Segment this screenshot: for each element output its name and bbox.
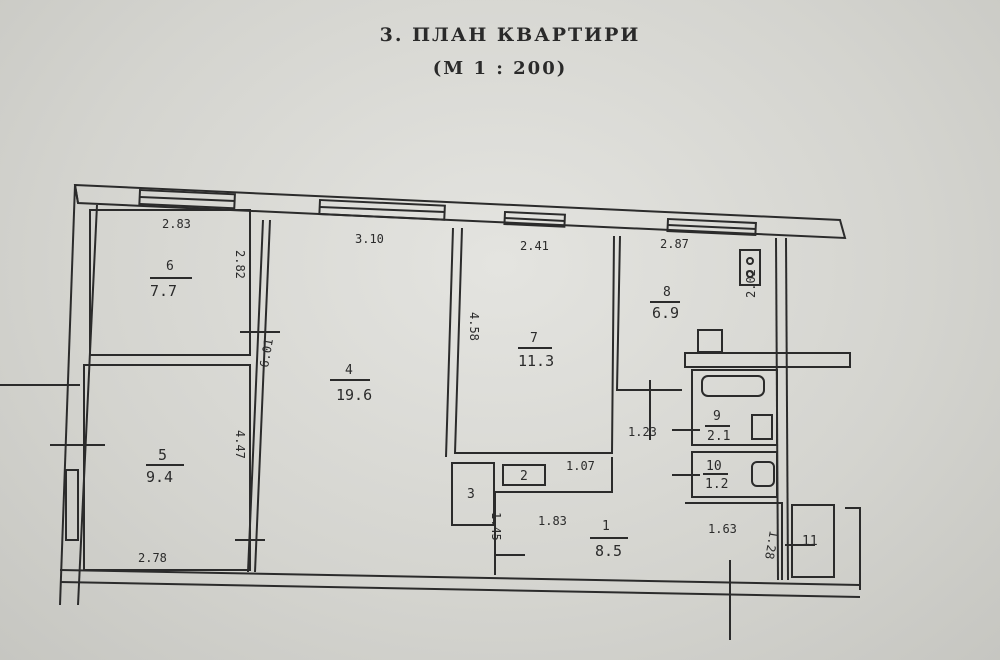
- plan-label: 2.83: [162, 217, 191, 231]
- plan-line: [89, 209, 251, 356]
- plan-label: 2.78: [138, 551, 167, 565]
- plan-label: 1.23: [628, 425, 657, 439]
- room-1: 18.5: [590, 519, 628, 560]
- plan-line: [254, 219, 271, 573]
- plan-line: [495, 457, 613, 493]
- plan-line: [453, 227, 615, 454]
- plan-label: 2.87: [660, 237, 689, 251]
- plan-line: [65, 469, 79, 541]
- plan-label: 4.47: [233, 430, 247, 459]
- room-2: 2: [520, 469, 528, 484]
- plan-label: 1.2: [705, 477, 728, 492]
- plan-line: [791, 504, 835, 578]
- plan-line: [319, 206, 446, 213]
- plan-line: [59, 581, 861, 598]
- plan-line: [685, 502, 783, 580]
- plan-line: [684, 352, 851, 368]
- plan-label: 1.45: [489, 512, 503, 541]
- plan-label: 2.02: [744, 269, 758, 298]
- toilet-icon: [751, 461, 775, 487]
- room-3: 3: [467, 487, 475, 502]
- plan-label: 9: [713, 409, 721, 424]
- plan-label: 1.07: [566, 459, 595, 473]
- plan-scale: (М 1 : 200): [432, 58, 568, 79]
- plan-label: 10: [706, 459, 722, 474]
- plan-label: 6.9: [652, 304, 679, 322]
- stove-icon: [739, 249, 761, 286]
- plan-label: 9.4: [146, 468, 173, 486]
- plan-line: [59, 184, 76, 606]
- plan-line: [785, 237, 789, 581]
- plan-line: [59, 569, 861, 586]
- plan-line: [445, 227, 454, 458]
- plan-line: [615, 235, 682, 391]
- plan-line: [502, 464, 546, 486]
- plan-label: 5: [158, 446, 167, 464]
- plan-label: 8.5: [595, 542, 622, 560]
- dimension-labels: 2.83 2.82 3.10 6.01 4.47 2.78 2.41 4.58 …: [138, 217, 781, 565]
- plan-line: [77, 204, 98, 606]
- plan-line: [691, 369, 778, 446]
- walls: [0, 183, 861, 640]
- window: [138, 188, 236, 210]
- plan-label: 19.6: [336, 386, 372, 404]
- room-9: 92.1: [705, 409, 730, 444]
- plan-label: 1: [602, 519, 610, 534]
- plan-line: [746, 257, 754, 265]
- window: [666, 217, 757, 237]
- plan-line: [247, 219, 264, 573]
- plan-label: 8: [663, 285, 671, 300]
- room-5: 59.4: [146, 446, 184, 486]
- plan-label: 6: [166, 259, 174, 274]
- plan-label: 1.63: [708, 522, 737, 536]
- plan-label: 6.01: [257, 338, 276, 369]
- room-7: 711.3: [518, 331, 554, 370]
- sink-icon: [697, 329, 723, 353]
- plan-line: [504, 217, 566, 222]
- plan-label: 4.58: [467, 312, 481, 341]
- plan-label: 7.7: [150, 282, 177, 300]
- bathtub-icon: [701, 375, 765, 397]
- plan-title: 3. ПЛАН КВАРТИРИ: [379, 24, 641, 46]
- plan-line: [83, 364, 251, 571]
- room-10: 101.2: [703, 459, 728, 492]
- plan-line: [667, 224, 757, 230]
- plan-label: 1.28: [762, 529, 781, 560]
- room-4: 419.6: [330, 363, 372, 404]
- plan-label: 11.3: [518, 352, 554, 370]
- room-11: 11: [802, 534, 818, 549]
- plan-label: 4: [345, 363, 353, 378]
- plan-label: 3.10: [355, 232, 384, 246]
- room-6: 67.7: [150, 259, 192, 300]
- room-labels: 67.7 59.4 419.6 711.3 86.9 92.1 101.2 18…: [146, 259, 818, 560]
- room-8: 86.9: [650, 285, 680, 322]
- plan-line: [845, 507, 861, 590]
- window: [318, 198, 446, 221]
- plan-label: 7: [530, 331, 538, 346]
- plan-line: [746, 270, 754, 278]
- plan-label: 2.82: [233, 250, 247, 279]
- plan-label: 2.41: [520, 239, 549, 253]
- washbasin-icon: [751, 414, 773, 440]
- plan-label: 2.1: [707, 429, 730, 444]
- plan-label: 1.83: [538, 514, 567, 528]
- window: [503, 210, 566, 228]
- plan-line: [139, 196, 236, 202]
